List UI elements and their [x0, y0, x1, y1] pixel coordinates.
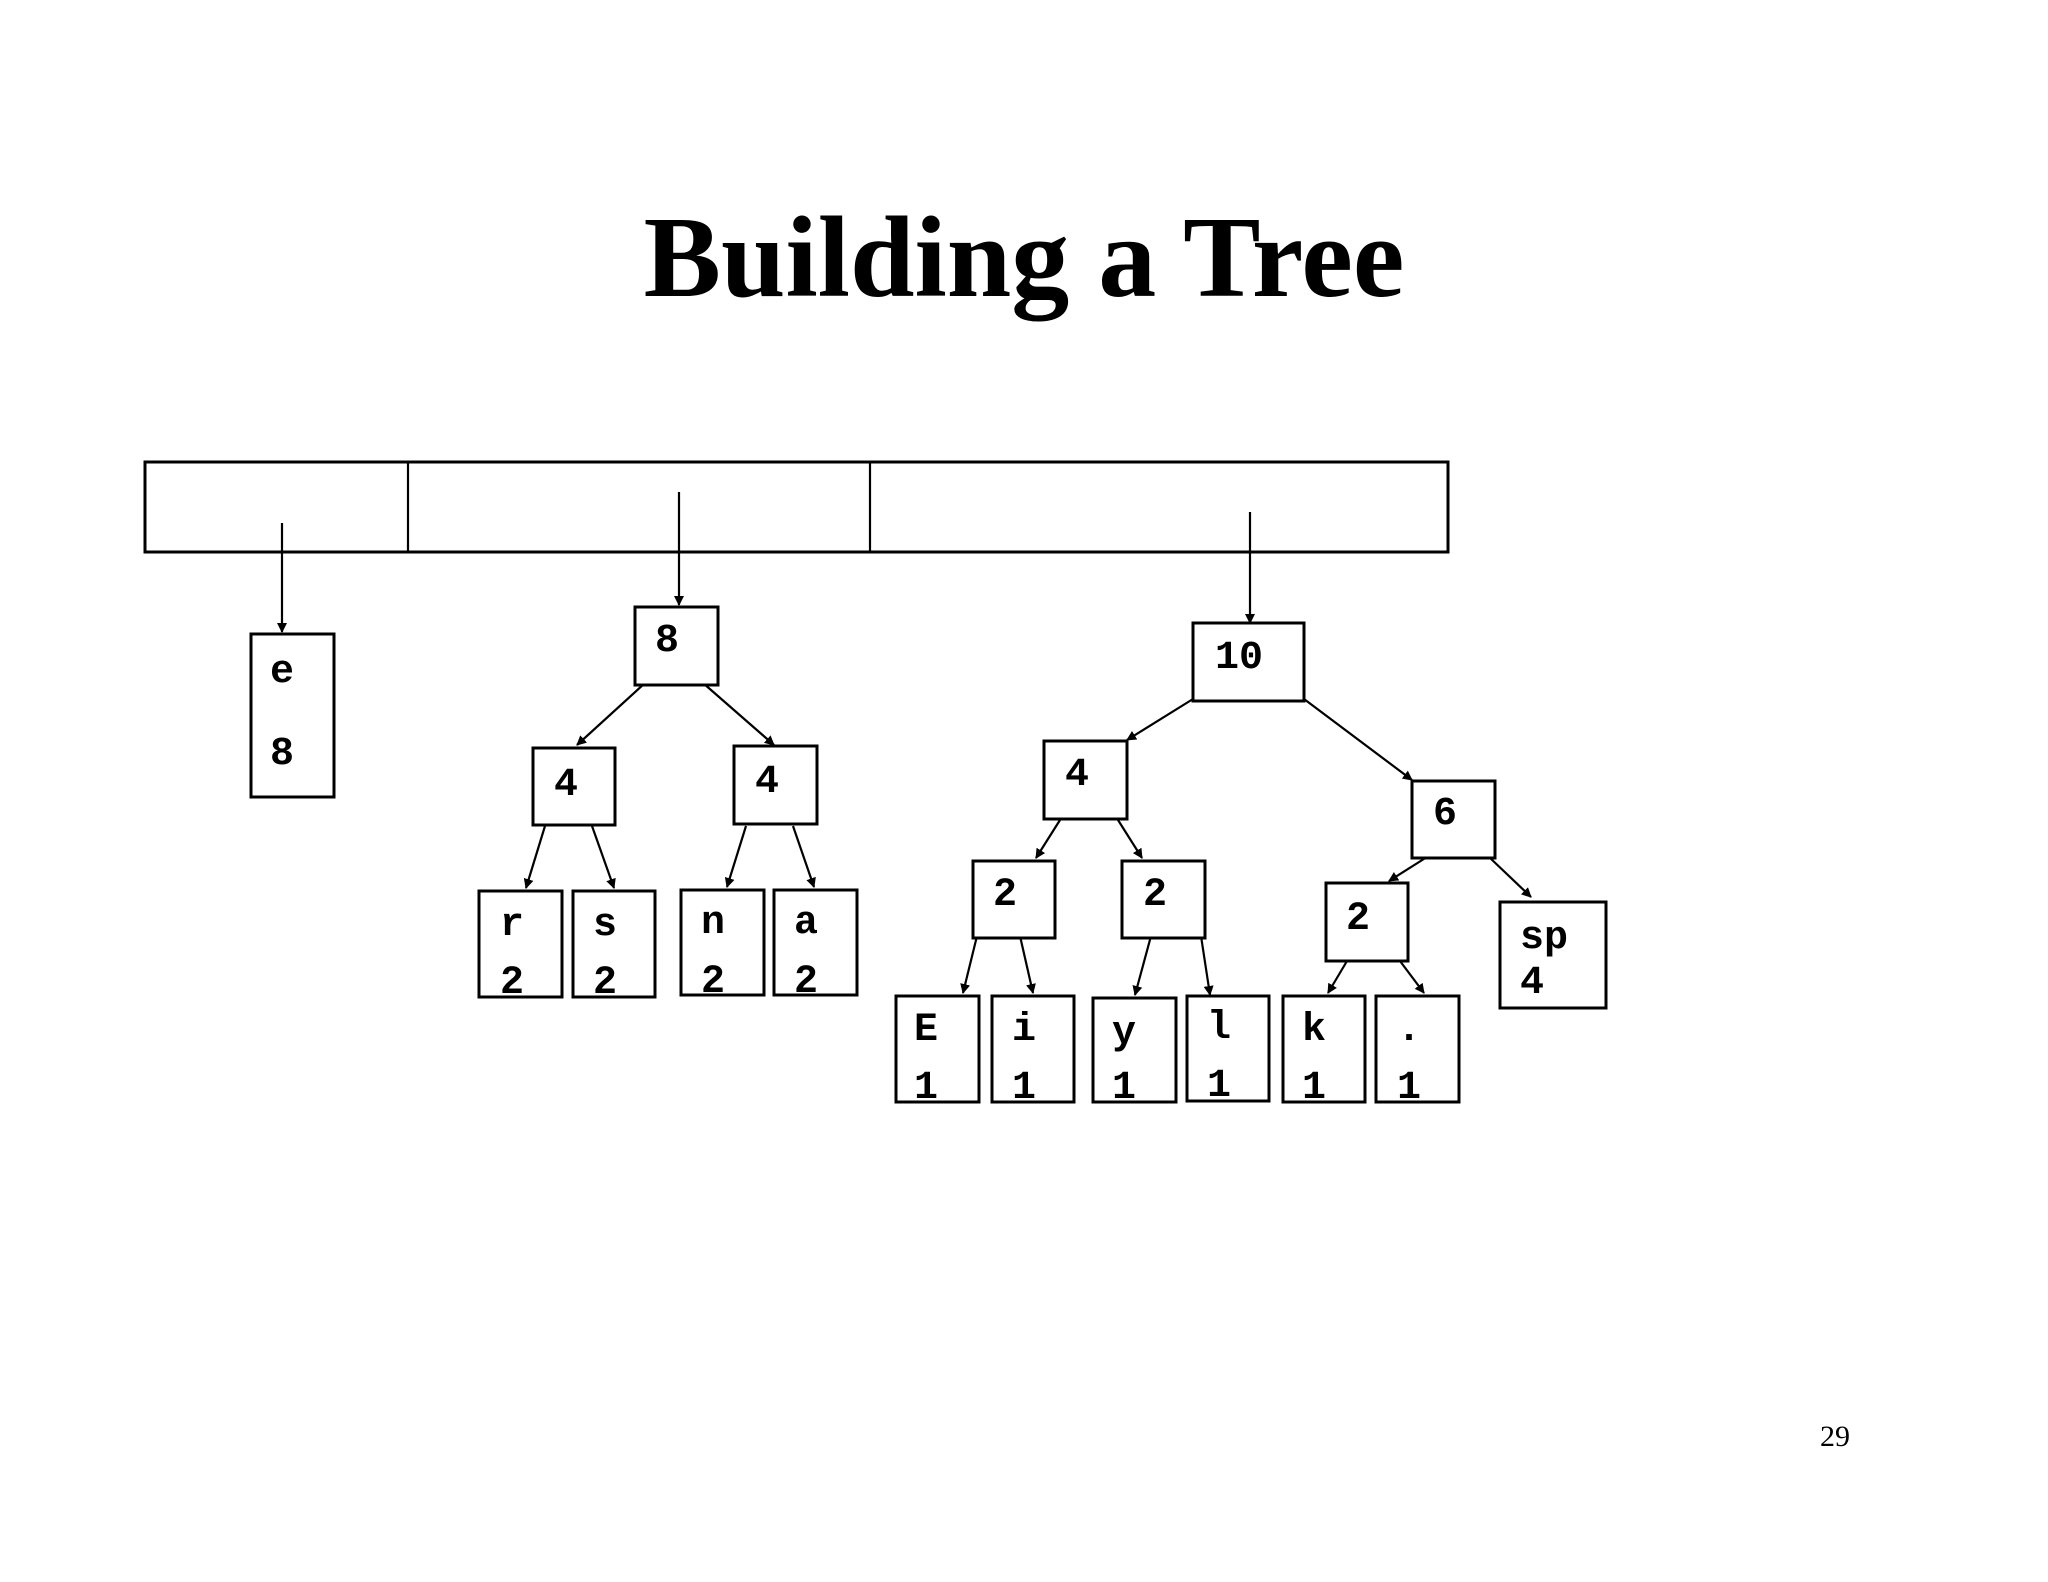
node-tree2-left: 4: [531, 746, 617, 827]
node-symbol: y: [1112, 1011, 1136, 1056]
node-tree3-root: 10: [1191, 621, 1306, 703]
node-symbol: l: [1207, 1006, 1231, 1051]
tree-edge: [960, 935, 979, 994]
node-count: 1: [914, 1066, 938, 1111]
node-i-leaf: i 1: [990, 994, 1076, 1111]
node-symbol: k: [1302, 1008, 1326, 1053]
node-count: 2: [593, 961, 617, 1006]
node-weight: 2: [1143, 873, 1167, 918]
node-s-leaf: s 2: [571, 889, 657, 1006]
node-symbol: n: [701, 901, 725, 946]
node-symbol: .: [1397, 1008, 1421, 1053]
node-dot-leaf: . 1: [1374, 994, 1461, 1111]
node-k-leaf: k 1: [1281, 994, 1367, 1111]
node-count: 2: [701, 960, 725, 1005]
node-weight: 4: [554, 763, 578, 808]
node-E-leaf: E 1: [894, 994, 981, 1111]
page-number: 29: [1820, 1420, 1850, 1453]
queue-outline: [143, 460, 1450, 554]
node-tree3-right: 6: [1410, 779, 1497, 860]
node-symbol: r: [500, 903, 524, 948]
priority-queue: [143, 460, 1450, 554]
node-symbol: e: [270, 650, 294, 695]
node-weight: 8: [655, 619, 679, 664]
node-weight: 4: [755, 760, 779, 805]
node-symbol: a: [794, 901, 818, 946]
node-symbol: i: [1012, 1008, 1036, 1053]
node-n-leaf: n 2: [679, 888, 766, 1005]
node-l-leaf: l 1: [1185, 994, 1271, 1109]
node-symbol: sp: [1520, 916, 1568, 961]
node-count: 8: [270, 732, 294, 777]
tree-edge: [590, 825, 616, 889]
node-weight: 4: [1065, 753, 1089, 798]
node-tree3-left-left: 2: [971, 859, 1057, 940]
node-count: 1: [1397, 1066, 1421, 1111]
tree-edge: [1488, 856, 1532, 898]
node-count: 4: [1520, 961, 1544, 1006]
node-y-leaf: y 1: [1091, 996, 1178, 1111]
node-a-leaf: a 2: [772, 888, 859, 1005]
node-tree2-root: 8: [633, 605, 720, 687]
tree-edge: [702, 682, 775, 746]
node-count: 1: [1302, 1066, 1326, 1111]
node-count: 1: [1207, 1064, 1231, 1109]
tree-edge: [1117, 819, 1143, 859]
node-count: 2: [500, 961, 524, 1006]
tree-edge: [1132, 935, 1153, 996]
node-tree2-right: 4: [732, 744, 819, 826]
node-tree3-left-right: 2: [1120, 859, 1207, 940]
tree-edge: [1399, 960, 1425, 994]
tree-edge: [1199, 935, 1214, 996]
node-count: 2: [794, 960, 818, 1005]
tree-edge: [1327, 960, 1348, 994]
node-weight: 2: [1346, 897, 1370, 942]
tree-edge: [1303, 698, 1413, 781]
node-weight: 2: [993, 873, 1017, 918]
tree-edge: [523, 825, 547, 889]
tree-edge: [724, 825, 748, 888]
node-count: 1: [1012, 1066, 1036, 1111]
slide-title: Building a Tree: [643, 194, 1405, 322]
tree-edge: [791, 825, 816, 888]
node-sp-leaf: sp 4: [1498, 900, 1608, 1010]
node-weight: 6: [1433, 792, 1457, 837]
node-tree3-left: 4: [1042, 739, 1129, 821]
tree-edge: [1035, 819, 1061, 859]
node-r-leaf: r 2: [477, 889, 564, 1006]
tree-edge: [1126, 698, 1194, 741]
node-weight: 10: [1215, 636, 1263, 681]
tree-edge: [576, 682, 646, 746]
tree-edge: [1388, 856, 1428, 882]
node-symbol: E: [914, 1008, 938, 1053]
node-count: 1: [1112, 1066, 1136, 1111]
tree-edge: [1018, 935, 1036, 994]
node-symbol: s: [593, 903, 617, 948]
node-e-leaf: e 8: [249, 632, 336, 799]
node-tree3-right-left: 2: [1324, 881, 1410, 963]
